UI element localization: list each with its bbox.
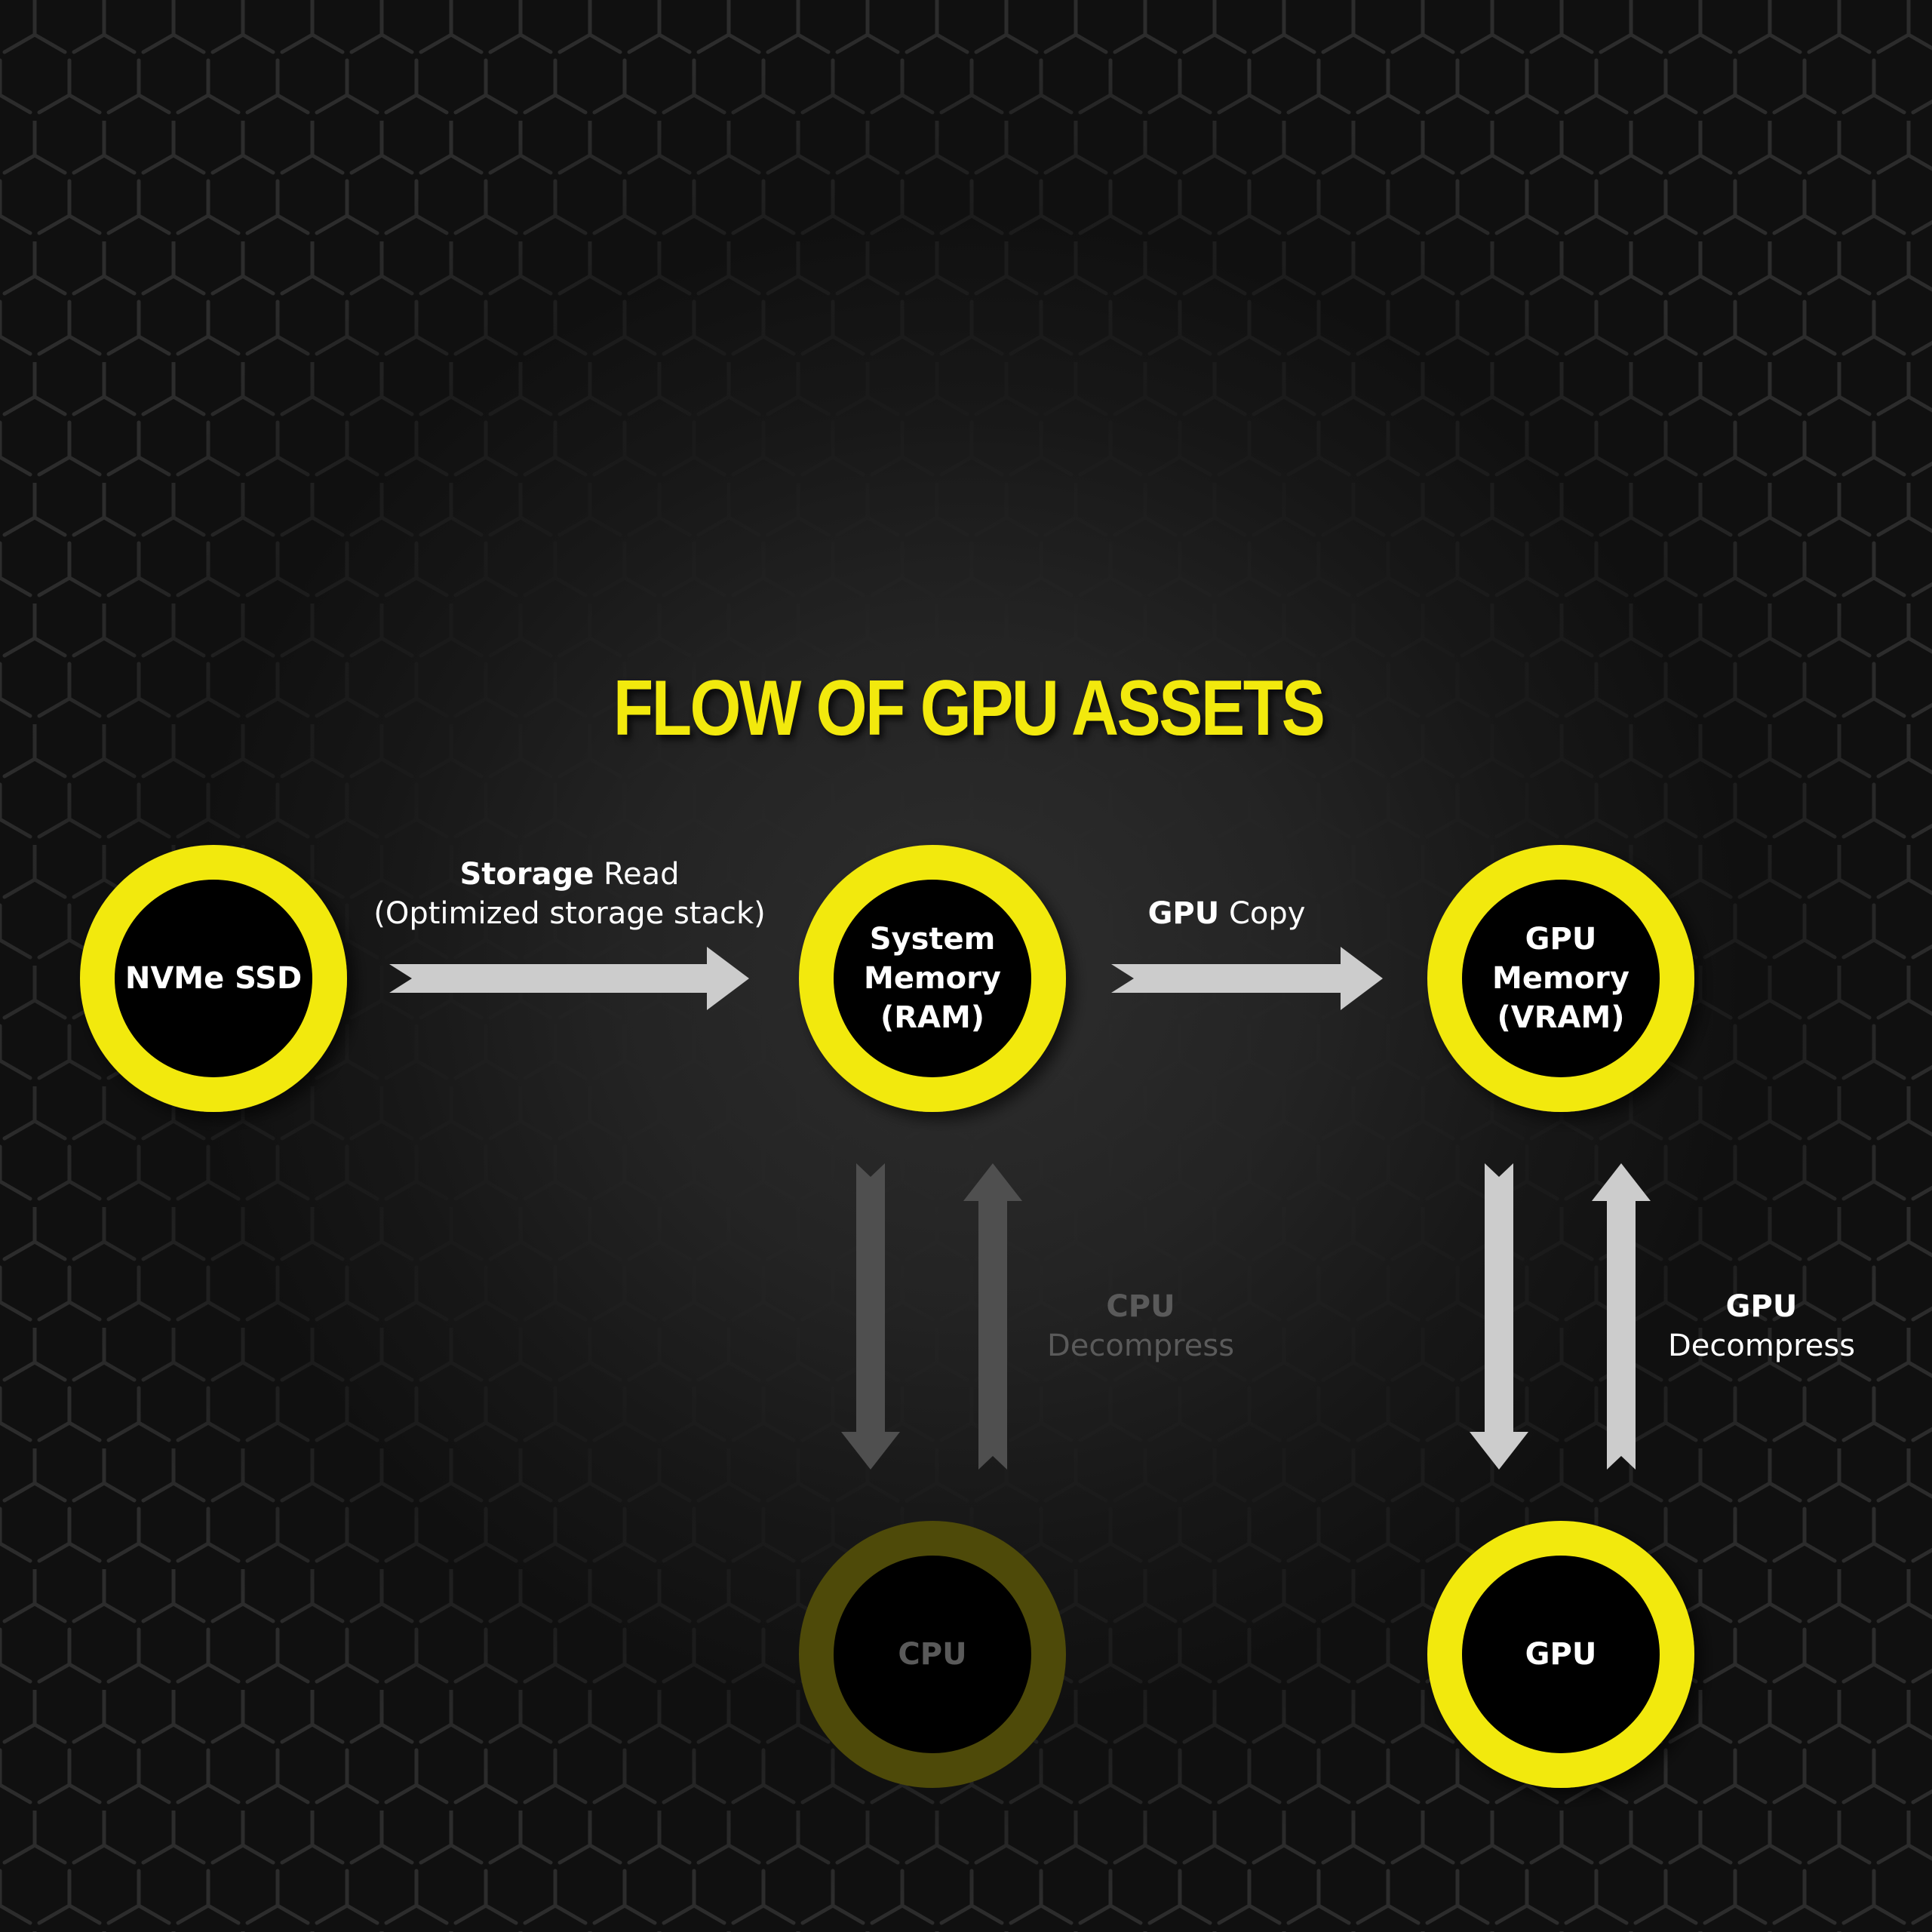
gpu-label: GPU — [1525, 1635, 1597, 1674]
gpu-label-line: GPU — [1525, 1637, 1597, 1672]
system-memory-label-line-1: System — [869, 922, 996, 957]
gpu-copy-arrow — [1111, 947, 1383, 1010]
system-memory-label-line-3: (RAM) — [880, 1000, 985, 1035]
diagram-title: FLOW OF GPU ASSETS — [613, 665, 1325, 752]
storage-read-arrow — [389, 947, 749, 1010]
cpu-decompress-label-bold: CPU — [1106, 1289, 1175, 1324]
gpu-memory-node — [1427, 845, 1694, 1112]
gpu-to-vram-arrow — [1592, 1163, 1651, 1470]
storage-read-label: Storage Read (Optimized storage stack) — [373, 855, 766, 933]
nvme-ssd-label-line: NVMe SSD — [124, 961, 303, 996]
system-memory-label-line-2: Memory — [864, 961, 1001, 996]
gpu-memory-label-line-1: GPU — [1525, 922, 1597, 957]
system-memory-label: System Memory (RAM) — [864, 920, 1001, 1037]
cpu-decompress-label: CPU Decompress — [1047, 1287, 1234, 1365]
gpu-memory-label-line-3: (VRAM) — [1497, 1000, 1625, 1035]
system-memory-node — [799, 845, 1066, 1112]
cpu-to-ram-arrow — [963, 1163, 1022, 1470]
gpu-memory-label-line-2: Memory — [1492, 961, 1629, 996]
cpu-label: CPU — [898, 1635, 966, 1674]
storage-read-label-rest: Read — [604, 857, 680, 892]
nvme-ssd-node — [80, 845, 347, 1112]
cpu-node — [799, 1521, 1066, 1788]
gpu-copy-label-rest: Copy — [1228, 896, 1306, 931]
gpu-node — [1427, 1521, 1694, 1788]
vram-to-gpu-arrow — [1470, 1163, 1528, 1470]
gpu-memory-label: GPU Memory (VRAM) — [1492, 920, 1629, 1037]
cpu-label-line: CPU — [898, 1637, 967, 1672]
storage-read-label-sub: (Optimized storage stack) — [373, 896, 766, 931]
gpu-copy-label-bold: GPU — [1147, 896, 1220, 931]
storage-read-label-bold: Storage — [459, 857, 594, 892]
cpu-decompress-label-sub: Decompress — [1046, 1328, 1235, 1363]
gpu-copy-label: GPU Copy — [1148, 894, 1306, 933]
gpu-decompress-label-sub: Decompress — [1667, 1328, 1856, 1363]
ram-to-cpu-arrow — [841, 1163, 900, 1470]
gpu-decompress-label-bold: GPU — [1725, 1289, 1798, 1324]
gpu-decompress-label: GPU Decompress — [1668, 1287, 1855, 1365]
nvme-ssd-label: NVMe SSD — [125, 959, 302, 998]
